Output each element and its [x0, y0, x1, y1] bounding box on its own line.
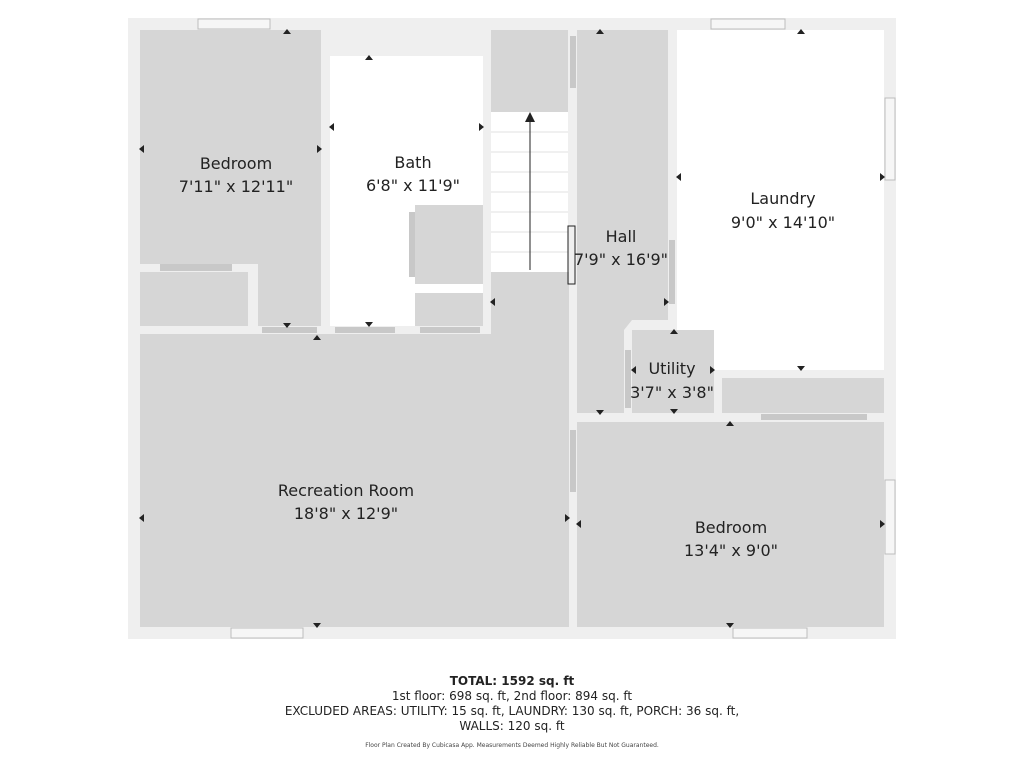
floor-plan: Bedroom 7'11" x 12'11" Bath 6'8" x 11'9"…: [128, 18, 896, 639]
room-dims-bedroom1: 7'11" x 12'11": [179, 177, 293, 196]
floor-areas: 1st floor: 698 sq. ft, 2nd floor: 894 sq…: [391, 689, 633, 703]
hall-upper: [577, 30, 668, 320]
top-closet: [491, 30, 568, 112]
windows: [160, 18, 896, 639]
walls-area: WALLS: 120 sq. ft: [459, 719, 565, 733]
room-name-bath: Bath: [394, 153, 431, 172]
total-area: TOTAL: 1592 sq. ft: [449, 674, 575, 688]
closet-left: [140, 272, 248, 326]
laundry-closet: [722, 378, 884, 413]
utility-area: [632, 330, 714, 413]
credit-note: Floor Plan Created By Cubicasa App. Meas…: [365, 742, 659, 749]
room-name-bedroom2: Bedroom: [695, 518, 767, 537]
excluded-areas: EXCLUDED AREAS: UTILITY: 15 sq. ft, LAUN…: [284, 704, 740, 718]
room-name-recreation: Recreation Room: [278, 481, 414, 500]
room-dims-recreation: 18'8" x 12'9": [294, 504, 398, 523]
hall-door-frame: [567, 225, 576, 285]
bedroom1-area: [140, 30, 321, 326]
room-name-laundry: Laundry: [750, 189, 815, 208]
room-dims-bedroom2: 13'4" x 9'0": [684, 541, 778, 560]
room-dims-laundry: 9'0" x 14'10": [731, 213, 835, 232]
room-dims-utility: 3'7" x 3'8": [630, 383, 714, 402]
bath-closet: [415, 293, 483, 326]
room-name-utility: Utility: [648, 359, 695, 378]
vanity: [415, 205, 483, 284]
dimension-ticks: [139, 29, 885, 628]
bedroom2-area: [577, 422, 884, 627]
stair-arrow-icon: [525, 112, 535, 122]
laundry-area: [677, 30, 884, 370]
room-dims-bath: 6'8" x 11'9": [366, 176, 460, 195]
room-areas: [140, 30, 884, 627]
room-name-bedroom1: Bedroom: [200, 154, 272, 173]
recreation-area: [140, 336, 569, 627]
room-name-hall: Hall: [606, 227, 637, 246]
room-dims-hall: 7'9" x 16'9": [574, 250, 668, 269]
